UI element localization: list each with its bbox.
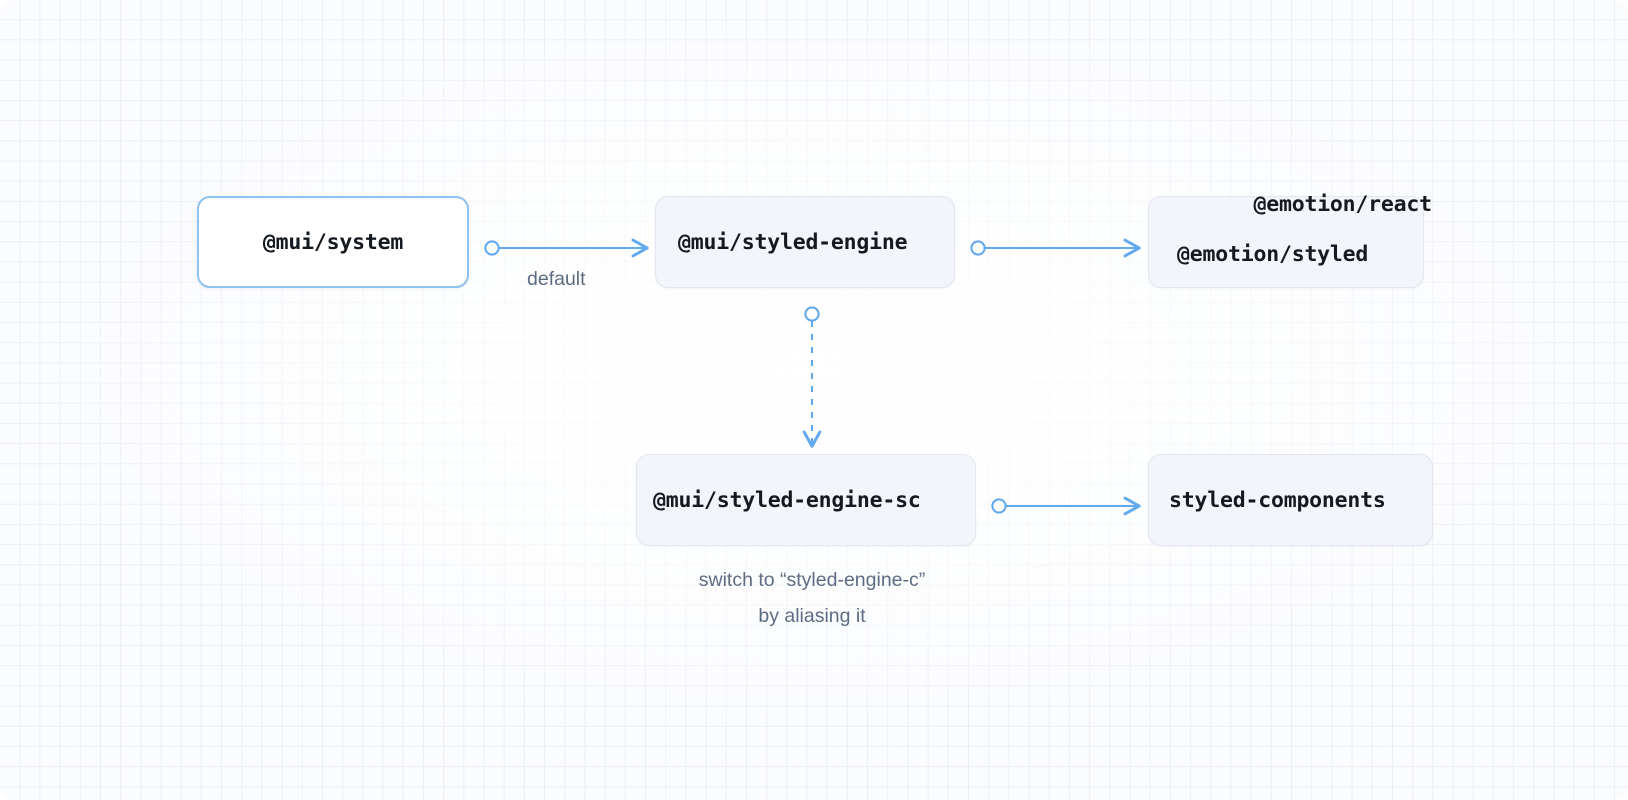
caption-line-1: switch to “styled-engine-c” [698,569,926,591]
edge-label-default: default [527,268,586,290]
node-emotion-packages[interactable]: @emotion/react @emotion/styled [1148,192,1432,288]
edge-source-dot [970,240,986,256]
edge-system-to-engine [484,238,649,258]
node-styled-components[interactable]: styled-components [1148,454,1433,546]
edge-engine-to-emotion [970,238,1141,258]
node-mui-styled-engine[interactable]: @mui/styled-engine [655,196,955,288]
edge-source-dot [991,498,1007,514]
edge-source-dot [804,306,820,322]
edge-engine-sc-to-sc [991,496,1141,516]
node-label-group: @emotion/react @emotion/styled [1177,167,1432,317]
node-label-line-2: @emotion/styled [1177,242,1369,267]
node-label: styled-components [1169,487,1386,513]
caption-engine-sc: switch to “styled-engine-c” by aliasing … [602,562,1022,634]
node-mui-system[interactable]: @mui/system [197,196,469,288]
node-mui-styled-engine-sc[interactable]: @mui/styled-engine-sc [636,454,976,546]
node-label: @mui/system [262,229,404,255]
node-label: @mui/styled-engine-sc [653,487,921,513]
edge-source-dot [484,240,500,256]
caption-line-2: by aliasing it [758,605,866,627]
edge-engine-to-engine-sc [802,306,822,448]
node-label-line-1: @emotion/react [1253,192,1432,217]
node-label: @mui/styled-engine [678,229,908,255]
